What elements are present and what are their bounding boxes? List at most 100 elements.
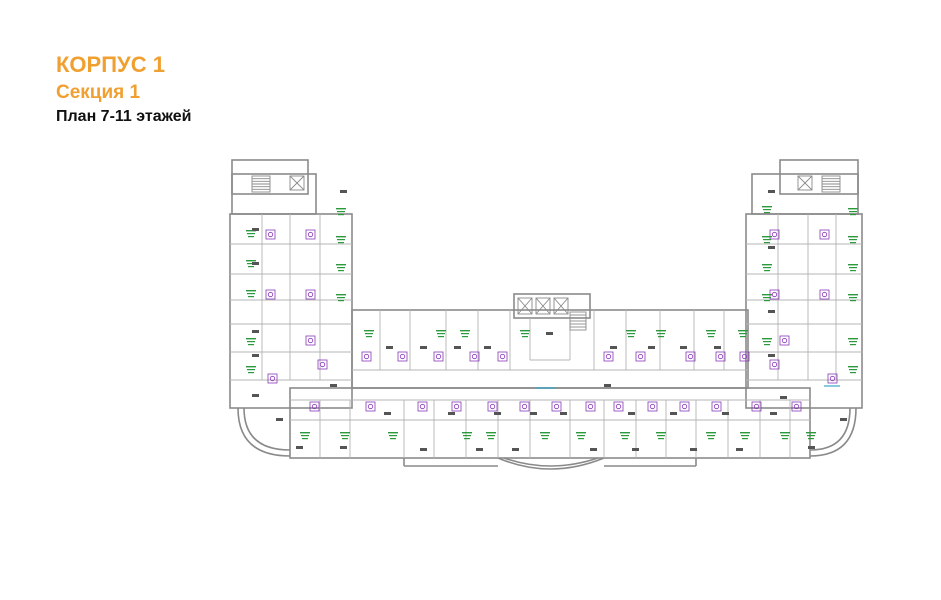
room-marker <box>338 300 344 302</box>
room-marker <box>338 270 344 272</box>
corner-bays <box>237 407 857 470</box>
area-marker <box>722 412 729 415</box>
bathroom-fixtures <box>265 229 838 412</box>
area-marker <box>770 412 777 415</box>
room-marker <box>337 211 345 213</box>
room-marker <box>849 239 857 241</box>
area-marker <box>768 310 775 313</box>
room-marker <box>248 266 254 268</box>
fixture-sink <box>741 353 748 360</box>
room-marker <box>462 432 472 434</box>
fixture-box <box>433 351 444 362</box>
area-marker <box>808 446 815 449</box>
room-marker <box>301 435 309 437</box>
fixture-sink <box>499 353 506 360</box>
room-marker <box>247 341 255 343</box>
room-marker <box>781 435 789 437</box>
fixture-box <box>317 359 328 370</box>
room-marker <box>763 239 771 241</box>
room-marker <box>541 435 549 437</box>
room-marker <box>762 264 772 266</box>
room-marker <box>740 432 750 434</box>
room-marker <box>782 438 788 440</box>
fixture-box <box>603 351 614 362</box>
room-marker <box>707 435 715 437</box>
room-marker <box>740 336 746 338</box>
area-marker <box>736 448 743 451</box>
fixture-sink <box>821 231 828 238</box>
room-marker <box>488 438 494 440</box>
fixture-sink <box>753 403 760 410</box>
fixture-box <box>791 401 802 412</box>
fixture-sink <box>399 353 406 360</box>
room-marker <box>388 432 398 434</box>
area-marker <box>610 346 617 349</box>
building-title: КОРПУС 1 <box>56 52 165 77</box>
fixture-box <box>365 401 376 412</box>
elevator-shaft <box>797 175 813 191</box>
area-marker <box>690 448 697 451</box>
room-marker <box>850 300 856 302</box>
room-marker <box>848 294 858 296</box>
fixture-sink <box>605 353 612 360</box>
fixture-box <box>779 335 790 346</box>
area-marker <box>252 330 259 333</box>
fixture-sink <box>713 403 720 410</box>
area-marker <box>780 396 787 399</box>
room-marker <box>340 432 350 434</box>
fixture-box <box>679 401 690 412</box>
fixture-sink <box>793 403 800 410</box>
fixture-box <box>647 401 658 412</box>
room-marker <box>577 435 585 437</box>
room-marker <box>247 233 255 235</box>
elevator-shaft <box>553 297 569 315</box>
room-marker <box>248 296 254 298</box>
area-marker <box>546 332 553 335</box>
room-marker <box>247 263 255 265</box>
fixture-box <box>361 351 372 362</box>
room-marker <box>336 264 346 266</box>
fixture-sink <box>829 375 836 382</box>
room-marker <box>849 267 857 269</box>
fixture-box <box>305 335 316 346</box>
room-marker <box>657 333 665 335</box>
area-marker <box>714 346 721 349</box>
room-marker <box>487 435 495 437</box>
room-marker <box>764 270 770 272</box>
room-marker <box>300 432 310 434</box>
fixture-sink <box>771 291 778 298</box>
area-marker <box>252 354 259 357</box>
area-marker <box>670 412 677 415</box>
room-marker <box>437 333 445 335</box>
fixture-sink <box>453 403 460 410</box>
room-marker <box>656 330 666 332</box>
room-marker <box>738 330 748 332</box>
fixture-box <box>685 351 696 362</box>
room-marker <box>850 344 856 346</box>
room-marker <box>806 432 816 434</box>
elevator-shaft <box>517 297 533 315</box>
room-marker <box>246 366 256 368</box>
fixture-sink <box>311 403 318 410</box>
room-marker <box>366 336 372 338</box>
area-marker <box>590 448 597 451</box>
fixture-box <box>417 401 428 412</box>
area-marker <box>454 346 461 349</box>
room-marker <box>248 236 254 238</box>
room-marker <box>626 330 636 332</box>
room-marker <box>302 438 308 440</box>
area-marker <box>512 448 519 451</box>
room-marker <box>849 369 857 371</box>
room-marker <box>762 206 772 208</box>
room-marker <box>338 242 344 244</box>
area-marker <box>448 412 455 415</box>
room-marker <box>848 264 858 266</box>
room-marker <box>520 330 530 332</box>
area-marker <box>420 448 427 451</box>
fixture-sink <box>435 353 442 360</box>
fixture-box <box>265 289 276 300</box>
area-marker <box>648 346 655 349</box>
room-labels <box>246 206 858 440</box>
area-marker <box>680 346 687 349</box>
room-marker <box>578 438 584 440</box>
